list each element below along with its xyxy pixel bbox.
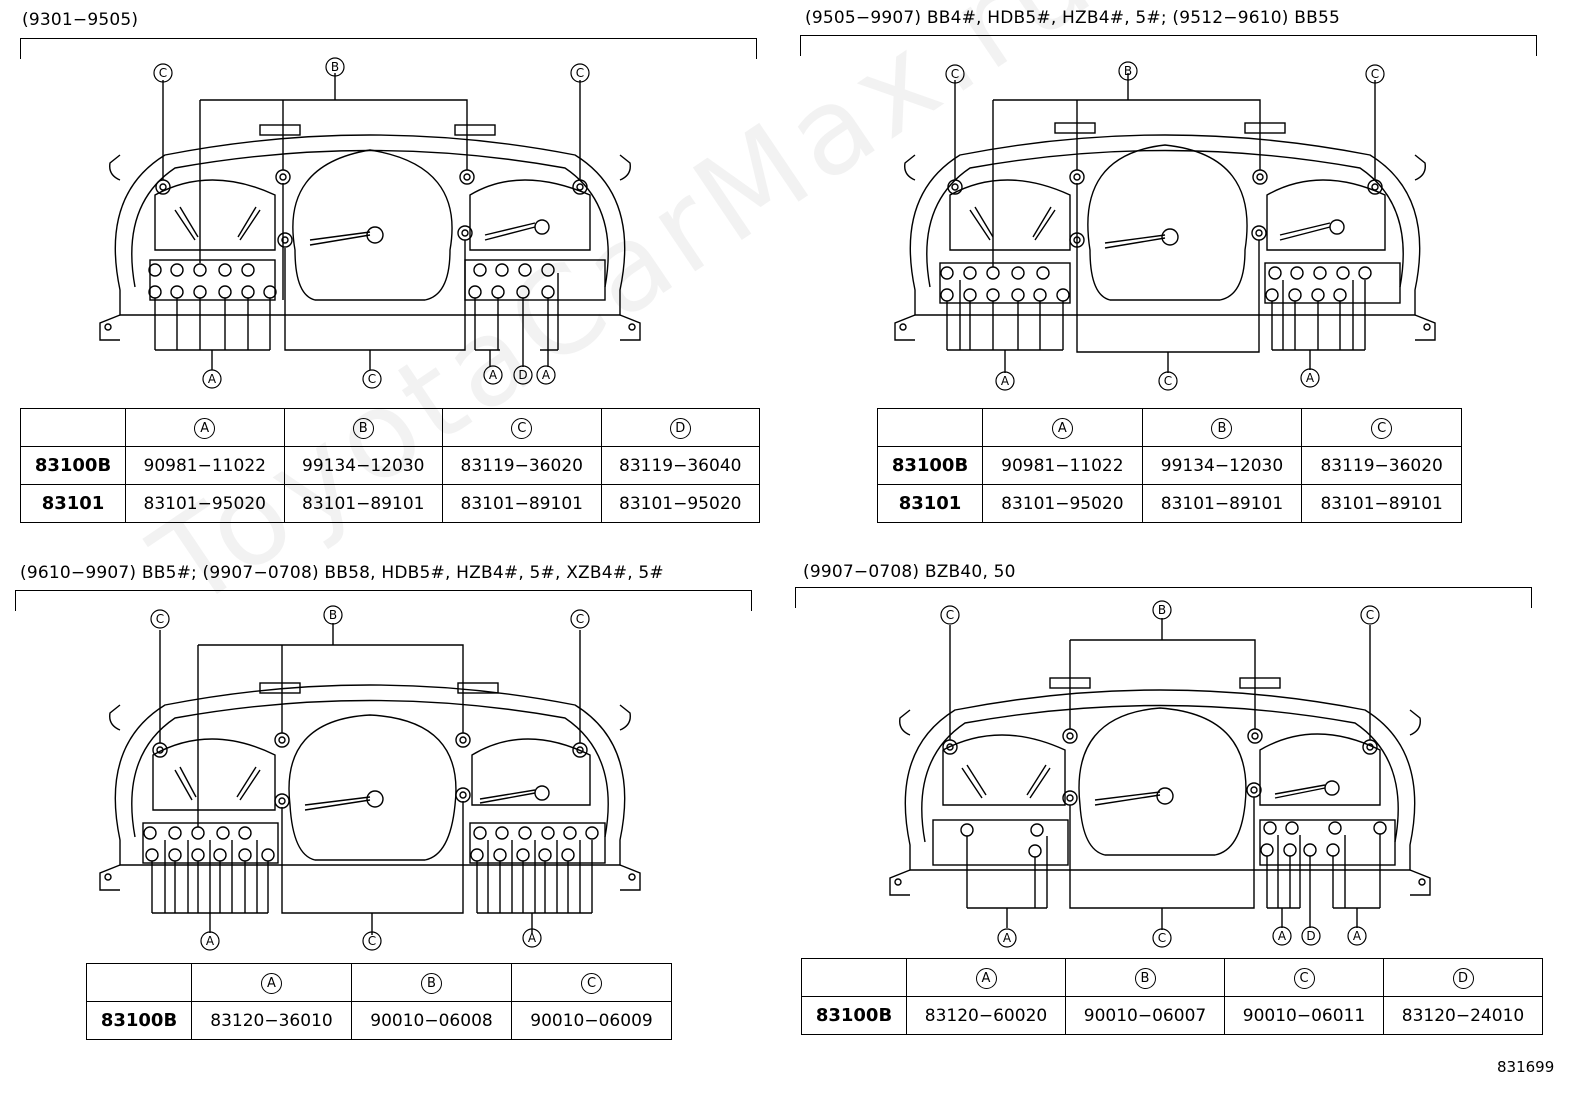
table-row: 83100B 83120−36010 90010−06008 90010−060… (86, 1001, 672, 1040)
svg-text:A: A (542, 368, 551, 382)
bracket (15, 590, 752, 611)
table-row: 83100B 83120−60020 90010−06007 90010−060… (801, 996, 1543, 1035)
svg-text:A: A (208, 372, 217, 386)
column-header: C (1293, 967, 1315, 989)
svg-text:C: C (946, 608, 954, 622)
panel-title: (9907−0708) BZB40, 50 (803, 562, 1016, 582)
part-number: 90981−11022 (982, 446, 1143, 485)
part-number: 90010−06008 (351, 1001, 512, 1040)
svg-text:C: C (368, 372, 376, 386)
parts-table: A B C 83100B 83120−36010 90010−06008 900… (86, 963, 672, 1040)
svg-text:C: C (1158, 931, 1166, 945)
bracket (795, 587, 1532, 608)
svg-text:C: C (951, 67, 959, 81)
svg-text:A: A (528, 931, 537, 945)
svg-text:B: B (1158, 603, 1166, 617)
part-number: 90010−06007 (1065, 996, 1225, 1035)
svg-text:D: D (1306, 929, 1315, 943)
bracket (20, 38, 757, 59)
part-number: 83101−95020 (600, 484, 760, 523)
column-header: B (352, 417, 374, 439)
part-number: 83119−36020 (442, 446, 602, 485)
part-number: 83119−36040 (600, 446, 760, 485)
svg-text:A: A (206, 934, 215, 948)
bracket (800, 35, 1537, 56)
svg-text:C: C (576, 66, 584, 80)
instrument-cluster-diagram: C B C A C A D A (99, 57, 641, 389)
part-number: 83101−89101 (1301, 484, 1462, 523)
svg-text:A: A (1353, 929, 1362, 943)
column-header: A (261, 972, 282, 994)
part-number: 90010−06011 (1224, 996, 1384, 1035)
part-number: 83101−89101 (283, 484, 443, 523)
svg-text:A: A (489, 368, 498, 382)
part-number: 90981−11022 (125, 446, 285, 485)
panel-title: (9505−9907) BB4#, HDB5#, HZB4#, 5#; (951… (805, 8, 1340, 28)
svg-text:A: A (1003, 931, 1012, 945)
panel-title: (9301−9505) (22, 10, 139, 30)
parts-table: A B C D 83100B 90981−11022 99134−12030 8… (20, 408, 760, 523)
svg-text:A: A (1278, 929, 1287, 943)
part-number: 99134−12030 (1141, 446, 1303, 485)
svg-text:C: C (576, 612, 584, 626)
column-header: A (1051, 417, 1073, 439)
svg-text:C: C (368, 934, 376, 948)
svg-text:C: C (156, 612, 164, 626)
column-header: C (511, 417, 533, 439)
reference-number: 831699 (1497, 1058, 1555, 1076)
svg-text:B: B (1124, 64, 1132, 78)
part-number: 99134−12030 (283, 446, 443, 485)
svg-text:C: C (1371, 67, 1379, 81)
svg-text:B: B (331, 60, 339, 74)
instrument-cluster-diagram: C B C A C A (894, 61, 1436, 391)
svg-text:A: A (1001, 374, 1010, 388)
table-row: 83101 83101−95020 83101−89101 83101−8910… (20, 484, 760, 523)
svg-text:A: A (1306, 371, 1315, 385)
parts-table: A B C 83100B 90981−11022 99134−12030 831… (877, 408, 1462, 523)
column-header: B (1211, 417, 1233, 439)
svg-text:C: C (159, 66, 167, 80)
instrument-cluster-diagram: C B C A C A D A (889, 600, 1431, 948)
row-label: 83100B (877, 446, 983, 485)
part-number: 83119−36020 (1301, 446, 1462, 485)
row-label: 83100B (801, 996, 907, 1035)
column-header: B (421, 972, 442, 994)
row-label: 83101 (877, 484, 983, 523)
panel-title: (9610−9907) BB5#; (9907−0708) BB58, HDB5… (20, 563, 664, 583)
part-number: 83101−89101 (1141, 484, 1303, 523)
svg-text:C: C (1164, 374, 1172, 388)
column-header: D (669, 417, 691, 439)
column-header: A (194, 417, 216, 439)
row-label: 83100B (86, 1001, 192, 1040)
table-row: 83100B 90981−11022 99134−12030 83119−360… (877, 446, 1462, 485)
part-number: 90010−06009 (511, 1001, 672, 1040)
row-label: 83101 (20, 484, 126, 523)
screw-points (155, 169, 588, 248)
table-row: 83100B 90981−11022 99134−12030 83119−360… (20, 446, 760, 485)
column-header: C (1371, 417, 1393, 439)
part-number: 83101−95020 (125, 484, 285, 523)
part-number: 83120−60020 (906, 996, 1066, 1035)
column-header: C (581, 972, 602, 994)
part-number: 83101−95020 (982, 484, 1143, 523)
parts-table: A B C D 83100B 83120−60020 90010−06007 9… (801, 958, 1543, 1035)
svg-text:B: B (329, 608, 337, 622)
column-header: B (1134, 967, 1156, 989)
svg-text:C: C (1366, 608, 1374, 622)
table-row: 83101 83101−95020 83101−89101 83101−8910… (877, 484, 1462, 523)
column-header: D (1452, 967, 1474, 989)
part-number: 83120−24010 (1383, 996, 1543, 1035)
part-number: 83101−89101 (442, 484, 602, 523)
instrument-cluster-diagram: C B C A C A (99, 605, 641, 951)
part-number: 83120−36010 (191, 1001, 352, 1040)
svg-text:D: D (518, 368, 527, 382)
row-label: 83100B (20, 446, 126, 485)
column-header: A (975, 967, 997, 989)
